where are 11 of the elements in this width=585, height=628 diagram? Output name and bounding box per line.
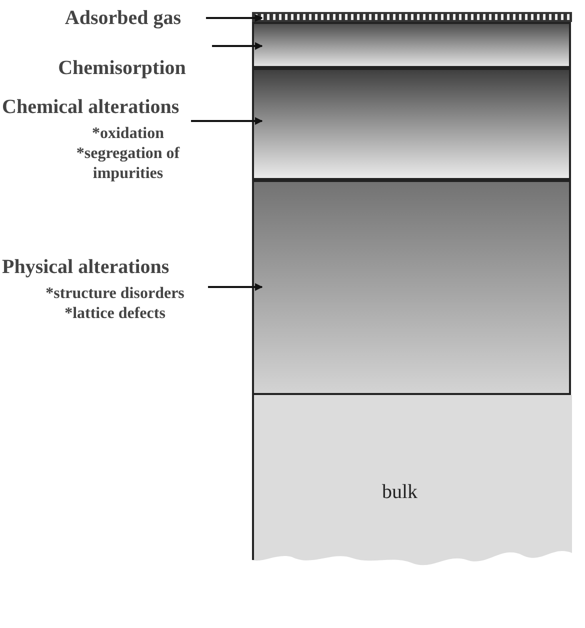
layer-description: *structure disorders *lattice defects	[44, 284, 186, 324]
arrow	[208, 283, 263, 291]
layer-label: Chemical alterations	[2, 96, 180, 118]
layer-label: Physical alterations	[2, 256, 170, 278]
arrow	[206, 14, 263, 22]
layer-label: bulk	[382, 481, 418, 504]
layer-label: Adsorbed gas	[38, 7, 208, 31]
layer-description: *oxidation *segregation of impurities	[75, 124, 181, 184]
layer-label: Chemisorption	[30, 57, 214, 81]
arrow	[212, 42, 263, 50]
arrow	[191, 117, 263, 125]
